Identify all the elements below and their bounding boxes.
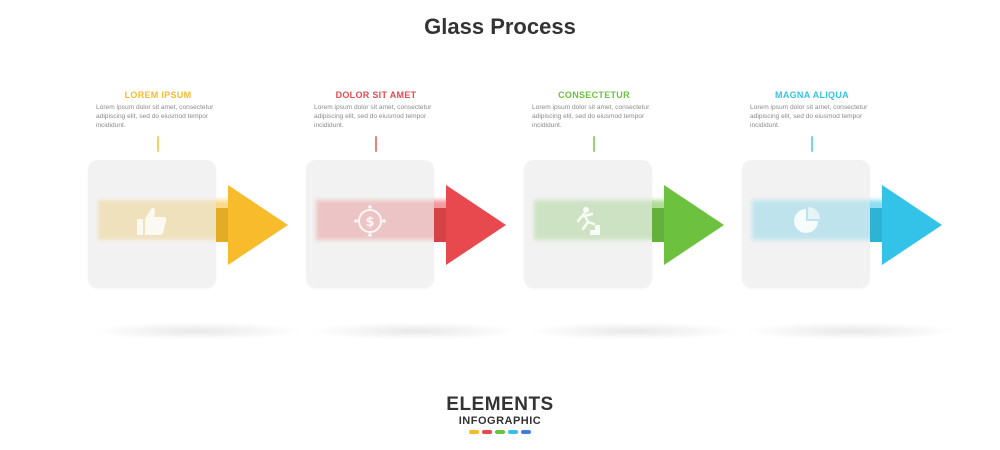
color-swatch xyxy=(521,430,531,434)
pie-chart-icon xyxy=(794,207,820,233)
logo-subtitle-text: INFOGRAPHIC xyxy=(458,415,542,427)
process-step-3: CONSECTETUR Lorem ipsum dolor sit amet, … xyxy=(524,0,744,360)
climbing-stairs-icon xyxy=(576,207,600,235)
process-step-2: DOLOR SIT AMET Lorem ipsum dolor sit ame… xyxy=(306,0,526,360)
process-step-1: LOREM IPSUM Lorem ipsum dolor sit amet, … xyxy=(88,0,308,360)
step-connector-tick xyxy=(811,136,813,152)
step-connector-tick xyxy=(593,136,595,152)
arrow-right-icon xyxy=(434,185,506,265)
svg-text:$: $ xyxy=(365,215,374,230)
color-swatch xyxy=(508,430,518,434)
thumbs-up-icon xyxy=(137,208,167,235)
step-heading: MAGNA ALIQUA xyxy=(775,90,849,100)
color-swatch xyxy=(469,430,479,434)
elements-infographic-logo: ELEMENTS INFOGRAPHIC xyxy=(400,395,600,434)
step-connector-tick xyxy=(157,136,159,152)
logo-brand-text: ELEMENTS xyxy=(446,394,554,415)
step-description: Lorem ipsum dolor sit amet, consectetur … xyxy=(532,104,650,129)
color-swatch xyxy=(495,430,505,434)
step-shadow xyxy=(310,322,520,340)
step-heading: LOREM IPSUM xyxy=(124,90,192,100)
glass-card xyxy=(306,160,434,288)
arrow-right-icon xyxy=(216,185,288,265)
process-step-4: MAGNA ALIQUA Lorem ipsum dolor sit amet,… xyxy=(742,0,962,360)
step-shadow xyxy=(528,322,738,340)
step-description: Lorem ipsum dolor sit amet, consectetur … xyxy=(750,104,868,129)
logo-color-swatches xyxy=(400,430,600,434)
step-description: Lorem ipsum dolor sit amet, consectetur … xyxy=(314,104,432,129)
step-connector-tick xyxy=(375,136,377,152)
step-heading: CONSECTETUR xyxy=(558,90,630,100)
step-heading: DOLOR SIT AMET xyxy=(335,90,417,100)
arrow-right-icon xyxy=(652,185,724,265)
diagram-title: Glass Process xyxy=(424,14,576,39)
step-shadow xyxy=(92,322,302,340)
dollar-coin-icon: $ xyxy=(354,205,386,237)
step-description: Lorem ipsum dolor sit amet, consectetur … xyxy=(96,104,214,129)
step-shadow xyxy=(746,322,956,340)
arrow-right-icon xyxy=(870,185,942,265)
color-swatch xyxy=(482,430,492,434)
